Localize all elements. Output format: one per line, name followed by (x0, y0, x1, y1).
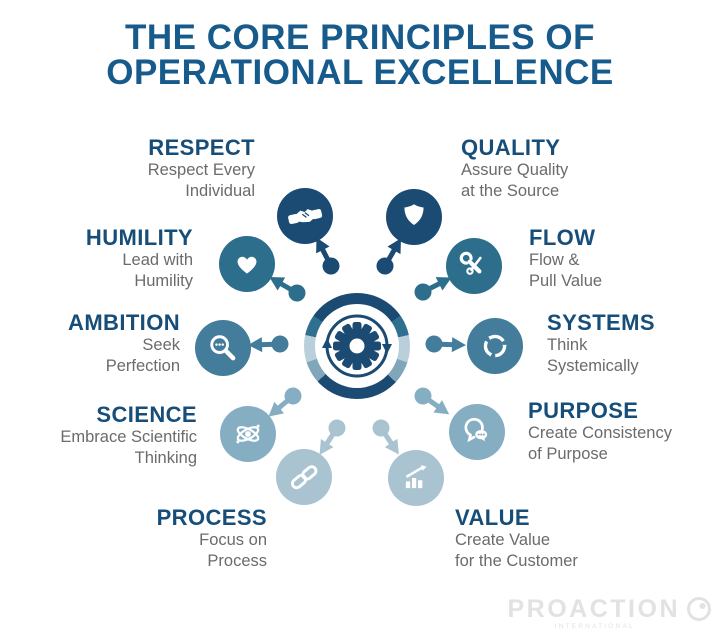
science-desc-1: Embrace Scientific (60, 428, 197, 447)
quality-icon-circle (386, 189, 442, 245)
principle-label-systems: SYSTEMS Think Systemically (547, 310, 655, 377)
atom-icon (236, 424, 260, 444)
quality-desc-1: Assure Quality (461, 161, 569, 180)
ambition-desc-2: Perfection (105, 357, 180, 376)
heart-icon (237, 256, 257, 274)
title-line-2: OPERATIONAL EXCELLENCE (106, 53, 614, 92)
quality-heading: QUALITY (461, 135, 561, 160)
ambition-icon-circle (195, 320, 251, 376)
humility-icon-circle (219, 236, 275, 292)
purpose-heading: PURPOSE (528, 398, 639, 423)
ambition-heading: AMBITION (68, 310, 180, 335)
systems-desc-1: Think (547, 336, 588, 355)
center-hub (322, 314, 392, 378)
chat-icon (464, 417, 488, 443)
process-heading: PROCESS (156, 505, 267, 530)
systems-heading: SYSTEMS (547, 310, 655, 335)
quality-desc-2: at the Source (461, 182, 560, 201)
spoke-arrow-science (268, 387, 302, 417)
spoke-arrow-value (372, 419, 399, 455)
principle-label-value: VALUE Create Value for the Customer (455, 505, 578, 572)
principle-label-process: PROCESS Focus on Process (156, 505, 267, 572)
principle-label-flow: FLOW Flow & Pull Value (529, 225, 603, 292)
ambition-desc-1: Seek (142, 336, 180, 355)
process-desc-2: Process (207, 552, 267, 571)
value-icon-circle (388, 450, 444, 506)
principle-label-ambition: AMBITION Seek Perfection (68, 310, 180, 377)
spoke-arrow-purpose (414, 387, 450, 415)
principle-label-purpose: PURPOSE Create Consistency of Purpose (528, 398, 672, 465)
respect-icon-circle (277, 188, 333, 244)
title-line-1: THE CORE PRINCIPLES OF (125, 18, 595, 57)
spoke-arrow-flow (414, 277, 452, 301)
brand-logo: PROACTION INTERNATIONAL (508, 596, 713, 630)
value-heading: VALUE (455, 505, 530, 530)
science-icon-circle (220, 406, 276, 462)
respect-desc-1: Respect Every (147, 161, 255, 180)
brand-name: PROACTION (507, 594, 680, 623)
spoke-arrow-ambition (248, 335, 289, 353)
spoke-arrow-humility (269, 277, 306, 302)
tools-icon (459, 251, 482, 275)
purpose-desc-1: Create Consistency (528, 424, 672, 443)
process-desc-1: Focus on (199, 531, 267, 550)
handshake-icon (288, 209, 323, 225)
purpose-icon-circle (449, 404, 505, 460)
principle-label-respect: RESPECT Respect Every Individual (147, 135, 255, 202)
principle-label-quality: QUALITY Assure Quality at the Source (461, 135, 569, 202)
respect-desc-2: Individual (185, 182, 255, 201)
spoke-arrow-systems (425, 335, 466, 353)
principle-label-humility: HUMILITY Lead with Humility (85, 225, 193, 292)
humility-desc-2: Humility (134, 272, 193, 291)
science-desc-2: Thinking (134, 449, 197, 468)
shield-icon (404, 204, 424, 225)
spoke-arrow-process (319, 419, 346, 455)
spoke-arrow-quality (376, 238, 401, 275)
link-icon (290, 465, 318, 490)
cycle-arrows-icon (322, 314, 392, 378)
brand-mark-icon (687, 597, 711, 621)
humility-desc-1: Lead with (122, 251, 193, 270)
brand-subtitle: INTERNATIONAL (554, 623, 635, 630)
chart-icon (405, 465, 427, 489)
value-desc-2: for the Customer (455, 552, 578, 571)
respect-heading: RESPECT (148, 135, 255, 160)
humility-heading: HUMILITY (85, 225, 193, 250)
flow-icon-circle (446, 238, 502, 294)
spoke-arrow-respect (316, 237, 340, 275)
flow-desc-2: Pull Value (529, 272, 603, 291)
flow-heading: FLOW (529, 225, 596, 250)
page-title: THE CORE PRINCIPLES OF OPERATIONAL EXCEL… (0, 20, 720, 90)
flow-desc-1: Flow & (529, 251, 580, 270)
systems-icon-circle (467, 318, 523, 374)
purpose-desc-2: of Purpose (528, 445, 608, 464)
process-icon-circle (276, 449, 332, 505)
magnifier-icon (210, 335, 236, 361)
cycle-icon (483, 334, 507, 358)
systems-desc-2: Systemically (547, 357, 639, 376)
science-heading: SCIENCE (96, 402, 197, 427)
value-desc-1: Create Value (455, 531, 551, 550)
gear-icon (333, 322, 381, 370)
principle-label-science: SCIENCE Embrace Scientific Thinking (60, 402, 197, 469)
